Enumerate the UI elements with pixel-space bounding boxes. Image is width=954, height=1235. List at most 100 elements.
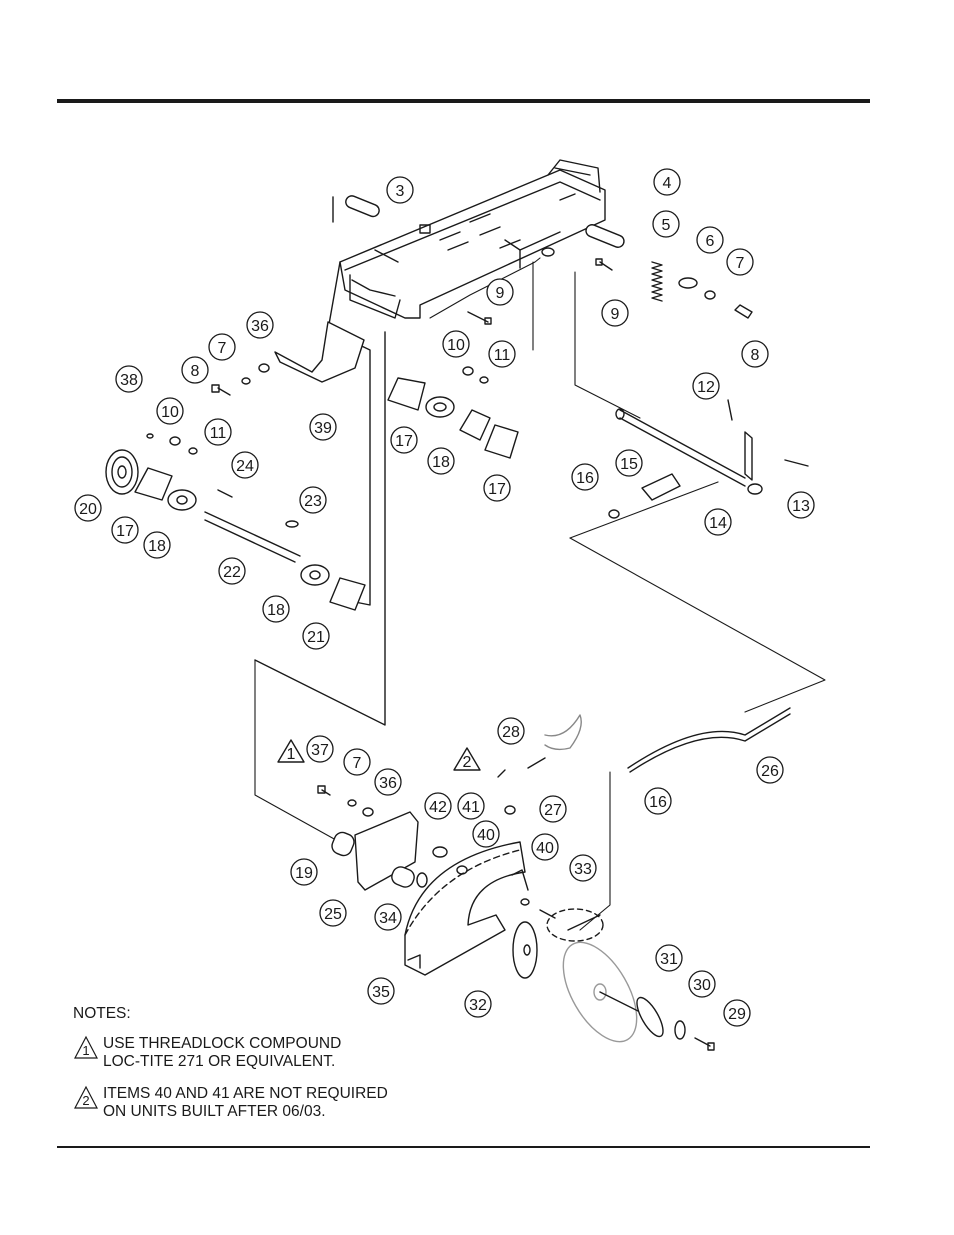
callout-c11b: 11 bbox=[489, 341, 515, 367]
callout-label: 32 bbox=[469, 997, 487, 1014]
callout-label: 40 bbox=[477, 827, 495, 844]
note-1-line-1: USE THREADLOCK COMPOUND bbox=[103, 1035, 341, 1053]
callout-label: 12 bbox=[697, 379, 715, 396]
callout-c36a: 36 bbox=[247, 312, 273, 338]
callout-label: 21 bbox=[307, 629, 325, 646]
callout-c8a: 8 bbox=[742, 341, 768, 367]
callout-label: 4 bbox=[663, 175, 672, 192]
callout-c23: 23 bbox=[300, 487, 326, 513]
callout-label: 27 bbox=[544, 802, 562, 819]
callout-label: 18 bbox=[148, 538, 166, 555]
callout-c27: 27 bbox=[540, 796, 566, 822]
callout-c32: 32 bbox=[465, 991, 491, 1017]
callout-label: 7 bbox=[353, 755, 362, 772]
control-cable bbox=[498, 708, 790, 941]
callout-label: 8 bbox=[751, 347, 760, 364]
callout-label: 10 bbox=[447, 337, 465, 354]
note-2-flag-label: 2 bbox=[82, 1093, 89, 1108]
callout-label: 3 bbox=[396, 183, 405, 200]
hardware-left bbox=[212, 364, 269, 395]
callout-c16a: 16 bbox=[572, 464, 598, 490]
callout-c9b: 9 bbox=[602, 300, 628, 326]
callout-label: 30 bbox=[693, 977, 711, 994]
callout-label: 28 bbox=[502, 724, 520, 741]
callout-label: 36 bbox=[379, 775, 397, 792]
callout-label: 25 bbox=[324, 906, 342, 923]
flag-1-label: 1 bbox=[287, 746, 296, 763]
callout-label: 22 bbox=[223, 564, 241, 581]
callout-label: 38 bbox=[120, 372, 138, 389]
callout-label: 24 bbox=[236, 458, 254, 475]
callout-c15: 15 bbox=[616, 450, 642, 476]
callout-label: 20 bbox=[79, 501, 97, 518]
callout-c35: 35 bbox=[368, 978, 394, 1004]
housing-assembly bbox=[318, 786, 427, 890]
note-1-flag-label: 1 bbox=[82, 1043, 89, 1058]
callout-c18a: 18 bbox=[428, 448, 454, 474]
callout-label: 26 bbox=[761, 763, 779, 780]
callout-c16b: 16 bbox=[645, 788, 671, 814]
note-2: 2 ITEMS 40 AND 41 ARE NOT REQUIRED ON UN… bbox=[73, 1085, 388, 1121]
callout-c10a: 10 bbox=[157, 398, 183, 424]
callout-label: 9 bbox=[611, 306, 620, 323]
callout-c41: 41 bbox=[458, 793, 484, 819]
callout-label: 9 bbox=[496, 285, 505, 302]
callout-c29: 29 bbox=[724, 1000, 750, 1026]
callout-c17c: 17 bbox=[112, 517, 138, 543]
callout-label: 13 bbox=[792, 498, 810, 515]
callout-c7b: 7 bbox=[209, 334, 235, 360]
callout-label: 18 bbox=[432, 454, 450, 471]
callout-label: 23 bbox=[304, 493, 322, 510]
callout-label: 40 bbox=[536, 840, 554, 857]
callout-label: 7 bbox=[218, 340, 227, 357]
note-2-line-1: ITEMS 40 AND 41 ARE NOT REQUIRED bbox=[103, 1085, 388, 1103]
callout-c3: 3 bbox=[387, 177, 413, 203]
callout-label: 37 bbox=[311, 742, 329, 759]
callout-label: 33 bbox=[574, 861, 592, 878]
callout-label: 8 bbox=[191, 363, 200, 380]
callout-c6: 6 bbox=[697, 227, 723, 253]
callout-label: 15 bbox=[620, 456, 638, 473]
callout-label: 19 bbox=[295, 865, 313, 882]
callout-c5: 5 bbox=[653, 211, 679, 237]
guard-35 bbox=[405, 842, 525, 975]
callout-label: 29 bbox=[728, 1006, 746, 1023]
callout-label: 18 bbox=[267, 602, 285, 619]
callout-label: 11 bbox=[494, 347, 511, 364]
callout-c17b: 17 bbox=[484, 475, 510, 501]
note-1-flag-icon: 1 bbox=[73, 1035, 99, 1059]
callout-c7a: 7 bbox=[727, 249, 753, 275]
callout-c8b: 8 bbox=[182, 357, 208, 383]
callout-c34: 34 bbox=[375, 904, 401, 930]
callout-label: 16 bbox=[576, 470, 594, 487]
callout-c13: 13 bbox=[788, 492, 814, 518]
callout-c28: 28 bbox=[498, 718, 524, 744]
callout-c30: 30 bbox=[689, 971, 715, 997]
callout-label: 35 bbox=[372, 984, 390, 1001]
callout-c14: 14 bbox=[705, 509, 731, 535]
callout-label: 17 bbox=[395, 433, 413, 450]
callout-c18b: 18 bbox=[144, 532, 170, 558]
notes-heading: NOTES: bbox=[73, 1005, 131, 1023]
callout-c25: 25 bbox=[320, 900, 346, 926]
callout-c42: 42 bbox=[425, 793, 451, 819]
callout-c18c: 18 bbox=[263, 596, 289, 622]
note-1: 1 USE THREADLOCK COMPOUND LOC-TITE 271 O… bbox=[73, 1035, 341, 1071]
callout-c10b: 10 bbox=[443, 331, 469, 357]
callout-label: 14 bbox=[709, 515, 727, 532]
blade-assembly bbox=[513, 922, 714, 1054]
callout-label: 5 bbox=[662, 217, 671, 234]
callout-c26: 26 bbox=[757, 757, 783, 783]
callout-c7c: 7 bbox=[344, 749, 370, 775]
callout-label: 41 bbox=[462, 799, 480, 816]
flag-2: 2 bbox=[454, 748, 480, 771]
callout-c40a: 40 bbox=[473, 821, 499, 847]
callout-c12: 12 bbox=[693, 373, 719, 399]
callout-label: 7 bbox=[736, 255, 745, 272]
note-1-line-2: LOC-TITE 271 OR EQUIVALENT. bbox=[103, 1053, 341, 1071]
callout-label: 42 bbox=[429, 799, 447, 816]
note-2-flag-icon: 2 bbox=[73, 1085, 99, 1109]
callout-c33: 33 bbox=[570, 855, 596, 881]
callout-c22: 22 bbox=[219, 558, 245, 584]
callout-label: 17 bbox=[116, 523, 134, 540]
